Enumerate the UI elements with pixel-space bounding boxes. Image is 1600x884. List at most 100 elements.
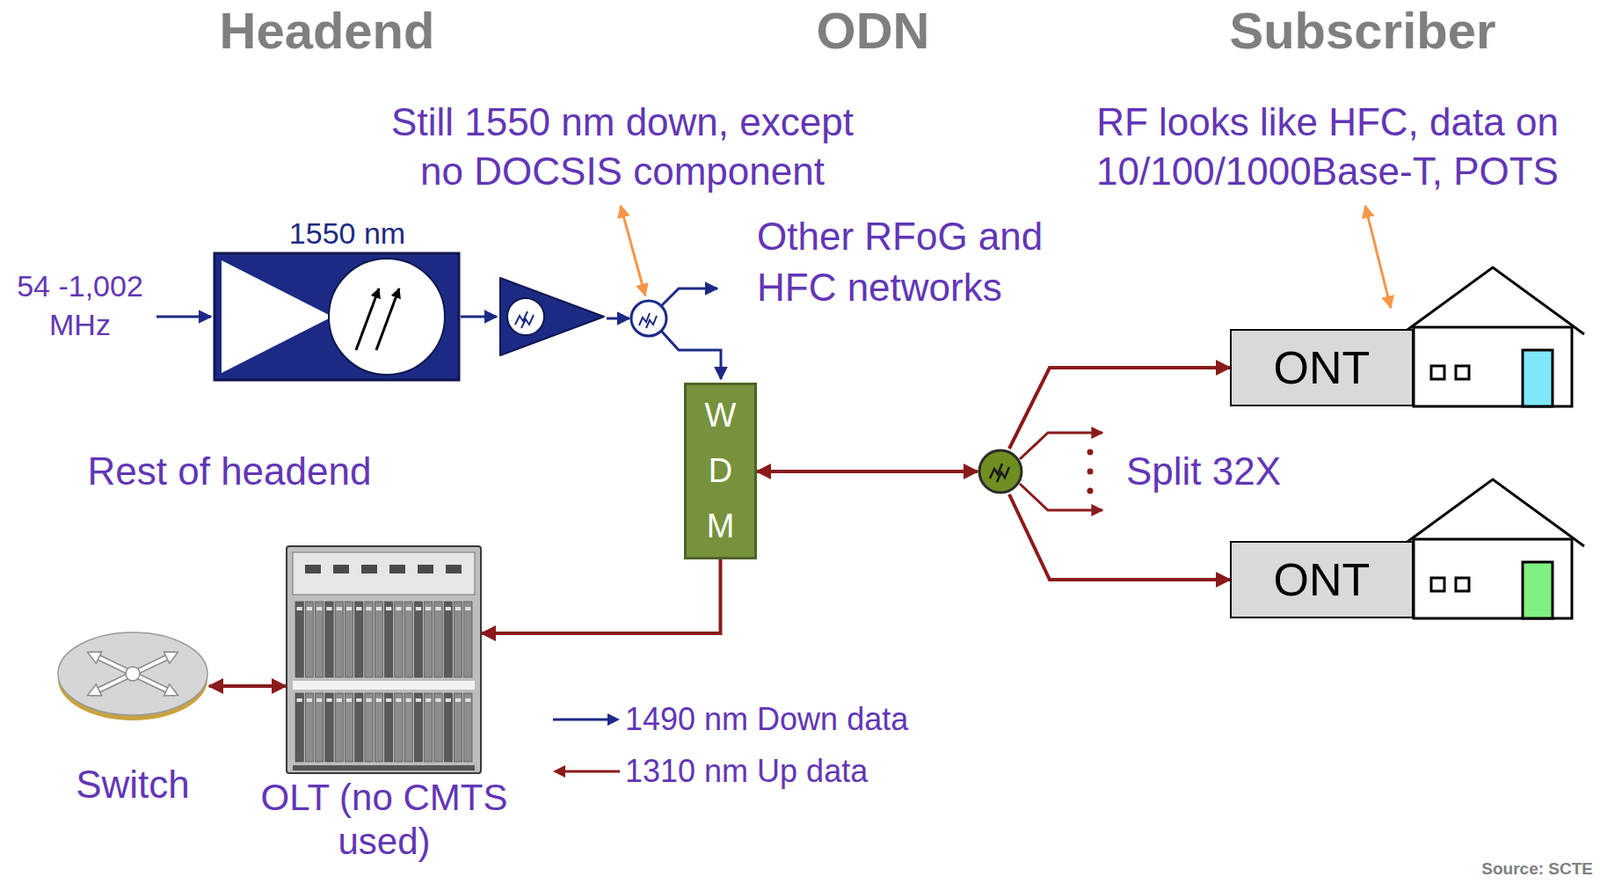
label-slot: ODN <box>697 3 1049 59</box>
fiber-arrow <box>661 288 718 306</box>
callout-note: RF looks like HFC, data on 10/100/1000Ba… <box>1068 97 1587 197</box>
rack-card <box>295 692 304 762</box>
label-slot: Subscriber <box>1186 3 1539 59</box>
continuation-dot <box>1087 449 1094 456</box>
legend-arrow-head <box>552 764 566 778</box>
switch-arrow <box>92 654 174 693</box>
house-roof <box>1401 267 1585 335</box>
laser-circle <box>328 258 445 375</box>
frequency-range: 54 -1,002 MHz <box>5 266 155 344</box>
rack-card <box>453 601 462 677</box>
optical-splitter: Split 32X <box>977 448 1024 495</box>
amplifier-symbol <box>515 311 534 328</box>
region-label: Rest of headend <box>53 445 406 497</box>
rack-card <box>424 692 433 762</box>
switch-arrow <box>92 654 174 693</box>
house-door <box>1522 349 1553 407</box>
rack-card <box>355 601 364 677</box>
split-fanout-arrow <box>1019 483 1103 510</box>
rack-card <box>295 601 304 677</box>
legend-row: 1490 nm Down data <box>551 698 909 741</box>
rack-card <box>315 601 324 677</box>
splitter-symbol <box>989 463 1010 482</box>
rack-card <box>414 692 422 762</box>
rack-card <box>434 692 443 762</box>
rack-card <box>404 601 413 677</box>
house-body <box>1413 327 1572 407</box>
optical-amplifier <box>500 277 604 356</box>
rack-card <box>394 601 403 677</box>
card-led <box>297 698 303 702</box>
rack-card <box>334 692 343 762</box>
switch-arrow-head <box>163 683 178 696</box>
label-slot: Headend <box>151 3 503 59</box>
card-led <box>435 698 441 702</box>
laser-arrow <box>376 288 400 350</box>
ont-outline <box>1230 329 1413 406</box>
source-note: Source: SCTE <box>1406 858 1593 880</box>
network-note: Other RFoG and HFC networks <box>756 210 1091 313</box>
fiber-connector <box>756 469 978 473</box>
card-led <box>306 698 313 702</box>
rack-card <box>424 601 433 677</box>
card-led <box>336 606 342 611</box>
fiber-connector <box>481 559 721 633</box>
card-led <box>406 606 412 611</box>
rack-frame <box>286 545 481 773</box>
card-led <box>425 606 431 611</box>
card-led <box>415 606 422 611</box>
node-caption: OLT (no CMTS used) <box>234 775 534 864</box>
label-slot: 54 -1,002 MHz <box>5 266 155 344</box>
rack-shelf <box>292 680 475 690</box>
column-heading: Subscriber <box>1186 3 1539 59</box>
rack-card <box>453 692 462 762</box>
rack-card <box>464 692 473 762</box>
card-led <box>385 698 392 702</box>
rf-input-arrow <box>156 315 211 319</box>
ont-outline <box>1230 541 1413 618</box>
wavelength-label: 1550 nm <box>259 215 436 251</box>
card-led <box>356 606 362 611</box>
wdm-box: WDM <box>683 382 757 560</box>
split-fanout-arrow <box>1019 432 1103 459</box>
card-led <box>326 698 332 702</box>
legend-text: 1310 nm Up data <box>625 751 868 791</box>
wdm-outline <box>685 384 757 559</box>
rack-card <box>344 692 353 762</box>
rack-card <box>374 601 383 677</box>
switch-arrow-head <box>163 651 178 663</box>
rack-indicator <box>305 564 321 574</box>
continuation-dot <box>1087 468 1094 475</box>
rack-card <box>325 601 334 677</box>
card-led <box>356 698 362 702</box>
fiber-arrow <box>606 317 630 320</box>
card-led <box>306 606 313 611</box>
rack-indicator <box>445 564 462 574</box>
optical-transmitter <box>214 253 459 380</box>
legend-arrow-head <box>607 712 620 726</box>
legend-row: 1310 nm Up data <box>551 749 868 793</box>
fiber-arrow <box>460 315 497 319</box>
label-slot: 1550 nm <box>259 215 436 251</box>
house-icon <box>1401 479 1585 619</box>
callout-leader <box>1365 205 1391 308</box>
rack-indicator <box>333 564 350 574</box>
rack-card <box>443 601 452 677</box>
switch-shape <box>56 625 210 723</box>
rack-indicator <box>361 564 378 574</box>
switch-hub <box>125 666 140 681</box>
rack-card <box>305 601 313 677</box>
card-led <box>376 698 382 702</box>
amplifier-body <box>500 277 604 356</box>
rack-card <box>325 692 334 762</box>
card-led <box>297 606 303 611</box>
rack-card <box>404 692 413 762</box>
rack-card <box>364 601 373 677</box>
card-led <box>316 606 322 611</box>
label-slot: Still 1550 nm down, except no DOCSIS com… <box>314 97 931 197</box>
fiber-connector <box>1009 367 1230 449</box>
network-switch: Switch <box>56 625 210 723</box>
node-caption: Split 32X <box>1126 448 1281 495</box>
legend-line-sample <box>551 710 622 728</box>
